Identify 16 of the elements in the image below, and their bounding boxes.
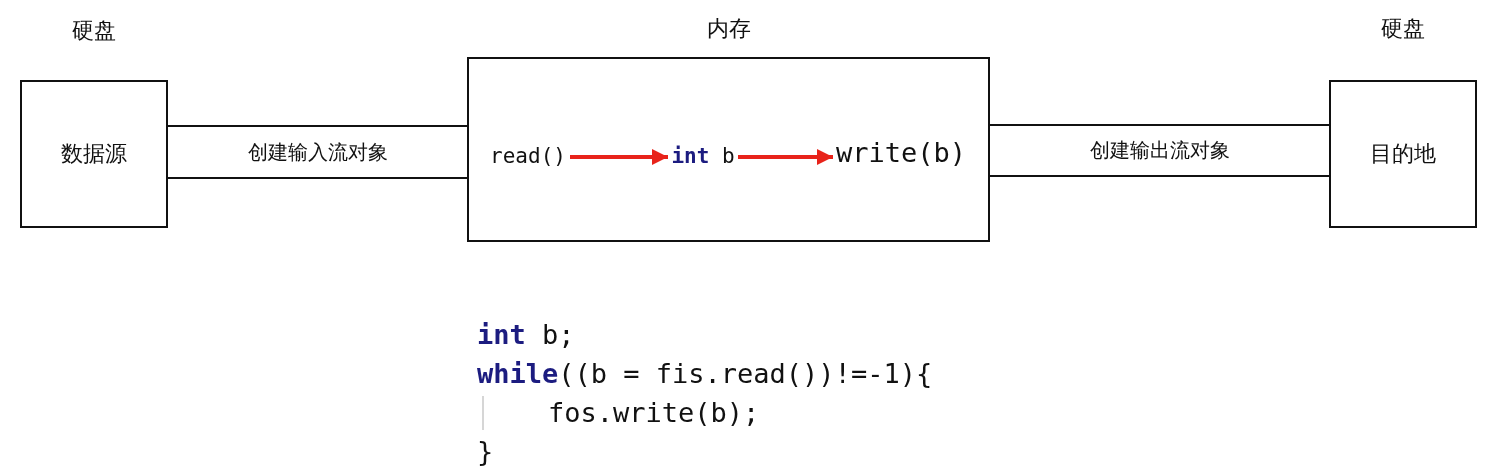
box-heading: 硬盘 xyxy=(71,17,117,45)
arrow xyxy=(738,149,833,165)
code-line: fos.write(b); xyxy=(548,396,760,430)
code-line: } xyxy=(477,435,494,469)
arrow xyxy=(570,149,668,165)
stream-band: 创建输入流对象 xyxy=(168,125,467,179)
box-heading: 硬盘 xyxy=(1380,15,1426,43)
code-line: while((b = fis.read())!=-1){ xyxy=(477,357,933,391)
box-label: 目的地 xyxy=(1370,140,1436,168)
box-label: 数据源 xyxy=(61,140,127,168)
box-heading: 内存 xyxy=(705,15,752,43)
method-call: write(b) xyxy=(833,134,969,172)
variable-label: int b xyxy=(668,140,738,172)
stream-band: 创建输出流对象 xyxy=(990,124,1329,177)
code-line: int b; xyxy=(477,318,575,352)
method-call: read() xyxy=(486,140,570,172)
